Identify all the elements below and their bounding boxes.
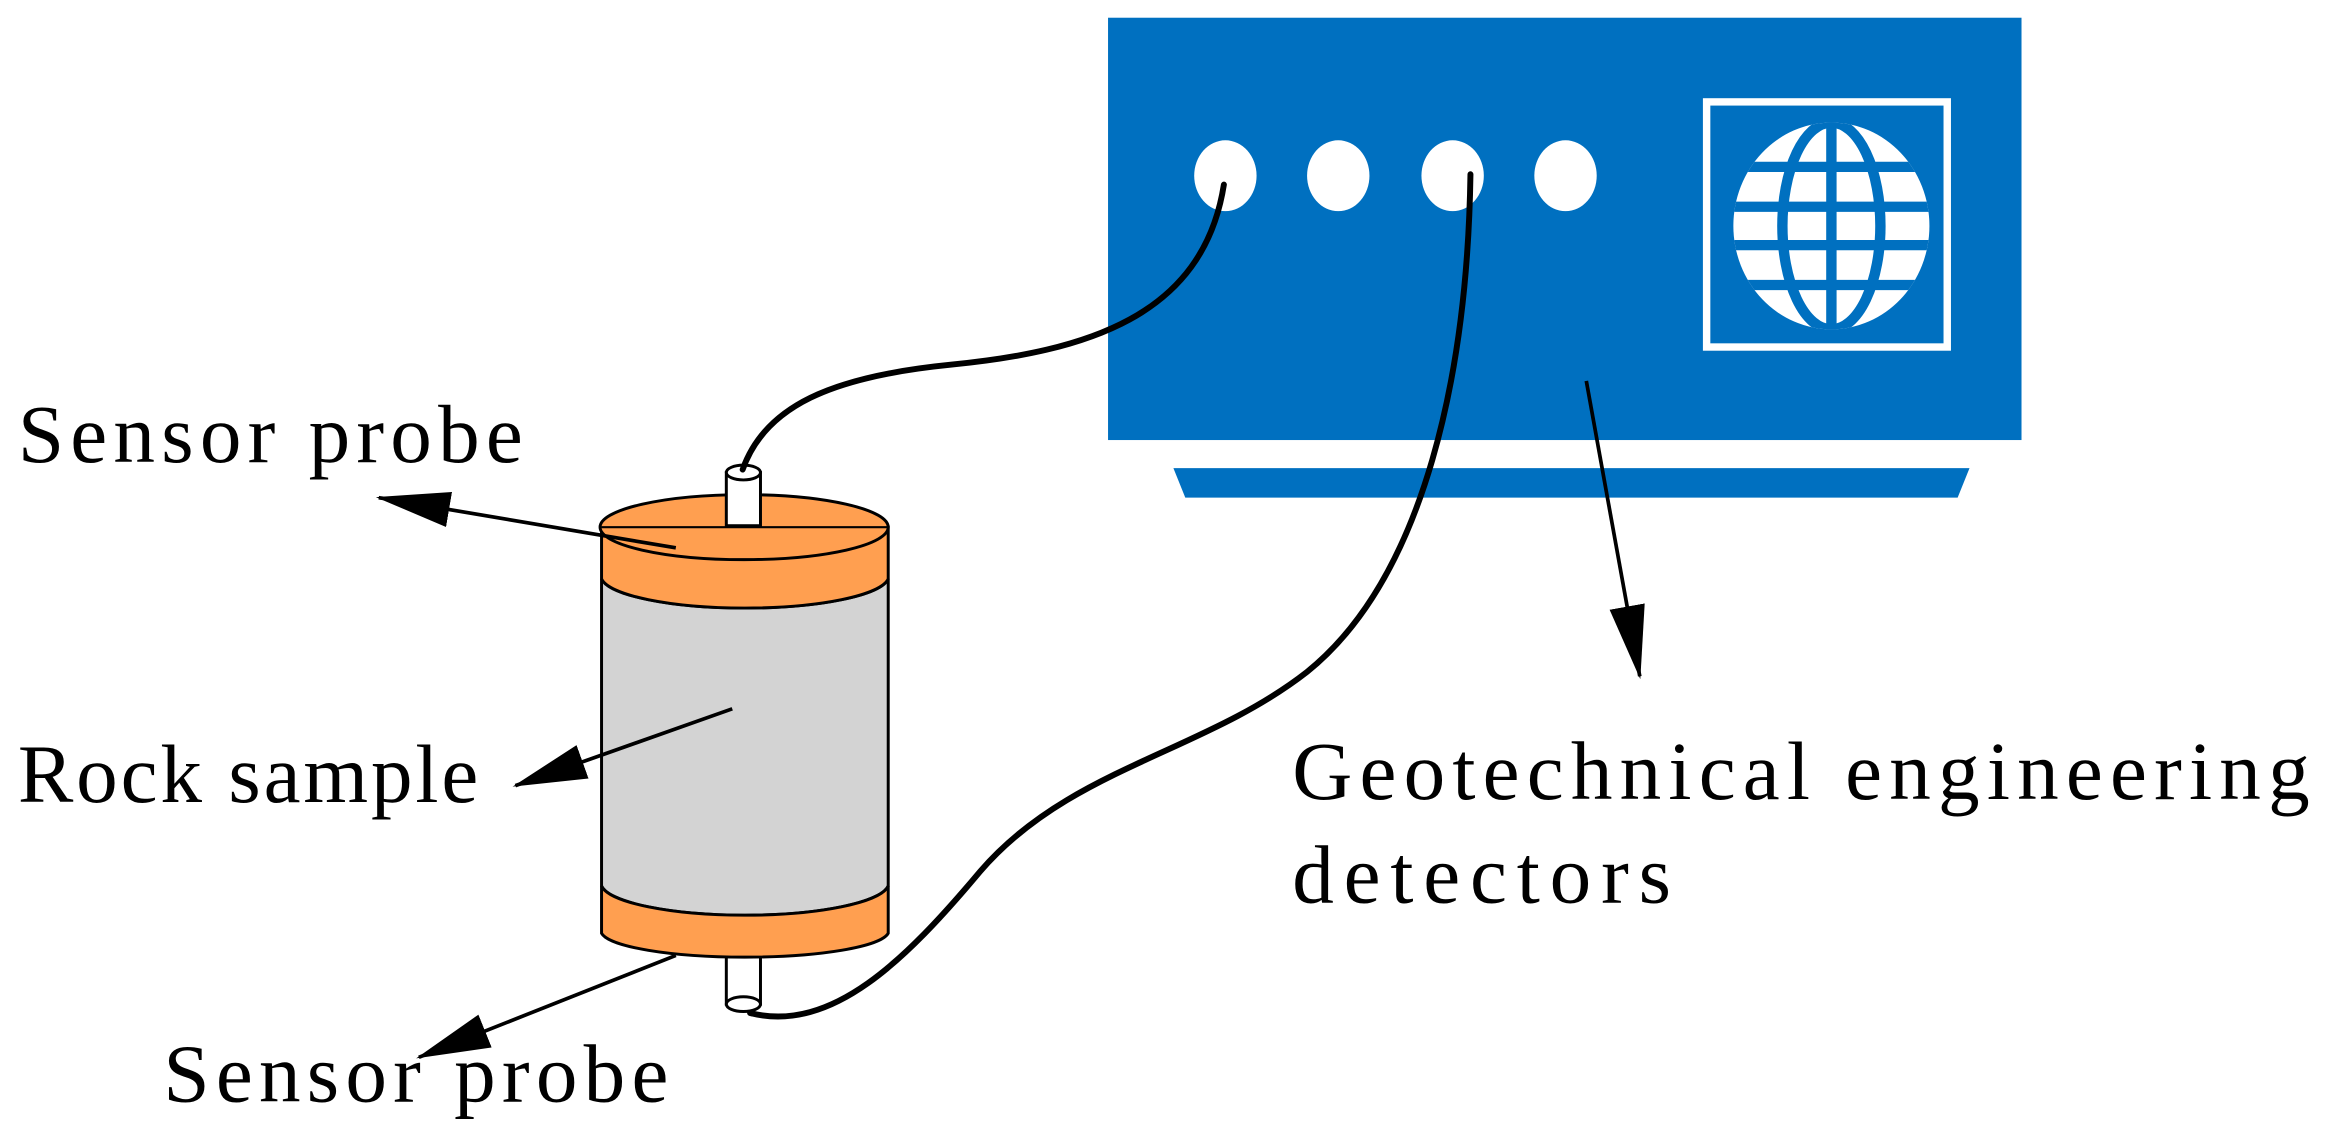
globe-icon-grid [1733, 122, 1930, 330]
label-detector-line-1: Geotechnical engineering [1292, 725, 2309, 817]
cable-bottom-probe-to-port-3 [747, 171, 1474, 1020]
port-icon-4 [1534, 140, 1597, 212]
rock-sample-assembly [598, 463, 890, 1014]
arrow-rock-sample [512, 707, 733, 788]
label-detector-line-2: detectors [1292, 828, 1671, 920]
label-sensor-probe-top: Sensor probe [18, 388, 523, 480]
arrow-sensor-probe-top [375, 492, 677, 550]
detector-base [1173, 468, 1970, 498]
port-icon-3 [1421, 140, 1484, 212]
label-rock-sample: Rock sample [18, 728, 478, 820]
probe-bottom-end [724, 995, 762, 1014]
rock-sample-body [600, 578, 890, 917]
arrow-detector [1584, 380, 1645, 680]
label-sensor-probe-bottom: Sensor probe [163, 1028, 668, 1120]
sensor-probe-top [724, 463, 762, 528]
cable-top-probe-to-port-1 [739, 181, 1227, 473]
detector-device [1108, 17, 2022, 498]
port-icon-1 [1194, 140, 1257, 212]
globe-icon-frame [1702, 98, 1951, 351]
end-cap-bottom [600, 885, 890, 959]
port-icon-2 [1307, 140, 1370, 212]
arrow-sensor-probe-bottom [416, 953, 677, 1060]
globe-icon [1702, 98, 1951, 351]
